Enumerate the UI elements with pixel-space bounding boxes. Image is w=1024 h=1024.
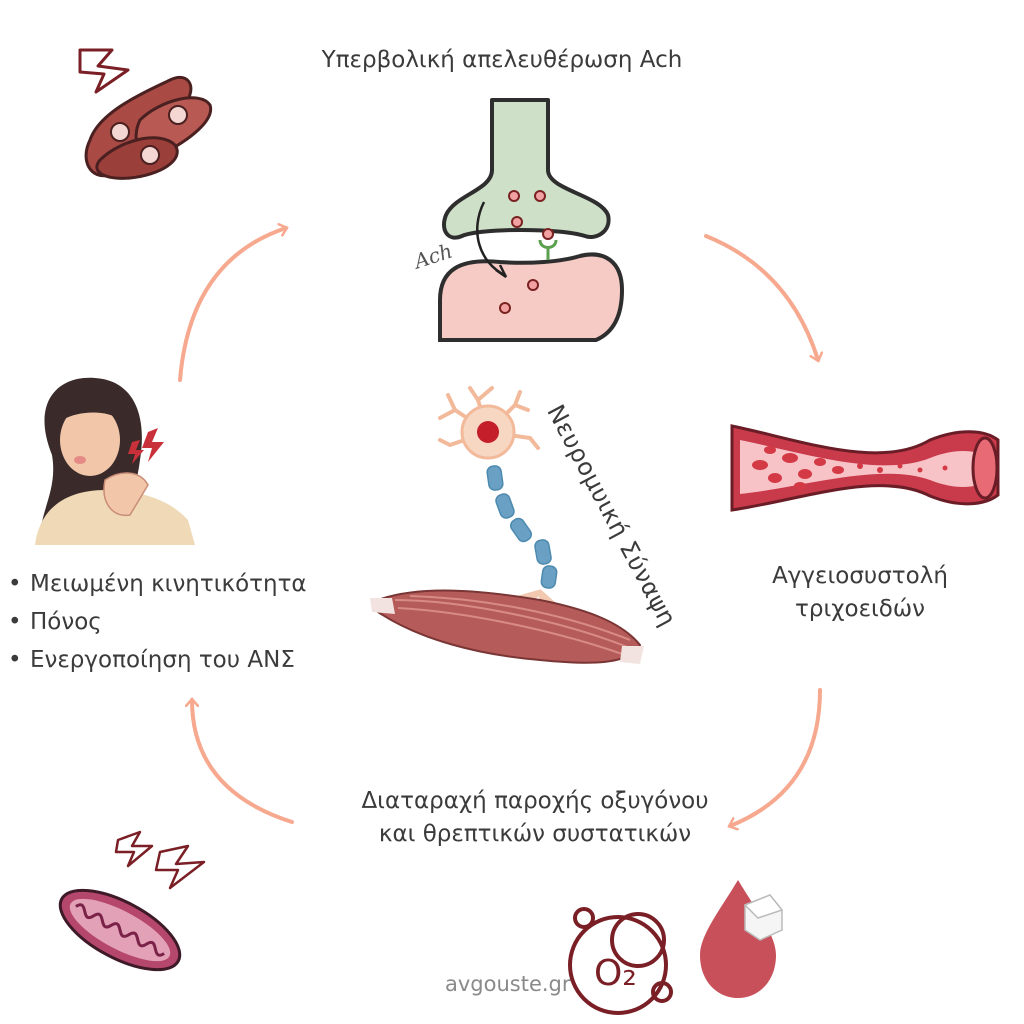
bottom-label-line-2: και θρεπτικών συστατικών (378, 821, 692, 848)
bottom-label-line-1: Διαταραχή παροχής οξυγόνου (361, 788, 709, 814)
oxygen-text: O₂ (594, 953, 637, 994)
arrow-right-bottom (730, 688, 822, 826)
symptom-text: Ενεργοποίηση του ΑΝΣ (30, 647, 295, 673)
lightning-icon (128, 428, 164, 464)
lightning-icon (114, 830, 206, 890)
arrow-left-top (178, 228, 286, 382)
lightning-icon (78, 48, 130, 94)
site-label: avgouste.gr (445, 972, 571, 996)
right-label-line-1: Αγγειοσυστολή (772, 563, 948, 589)
list-item: •Πόνος (8, 609, 102, 635)
right-label-line-2: τριχοειδών (795, 596, 925, 623)
bottom-label: Διαταραχή παροχής οξυγόνου και θρεπτικών… (300, 785, 770, 852)
symptom-text: Μειωμένη κινητικότητα (30, 571, 307, 597)
symptom-list: •Μειωμένη κινητικότητα •Πόνος •Ενεργοποί… (8, 565, 307, 679)
right-label: Αγγειοσυστολή τριχοειδών (730, 560, 990, 627)
symptom-text: Πόνος (30, 609, 102, 635)
list-item: •Ενεργοποίηση του ΑΝΣ (8, 647, 295, 673)
arrow-bottom-left (192, 700, 294, 824)
list-item: •Μειωμένη κινητικότητα (8, 571, 307, 597)
top-label: Υπερβολική απελευθέρωση Ach (321, 47, 683, 73)
arrow-top-right (704, 234, 818, 360)
